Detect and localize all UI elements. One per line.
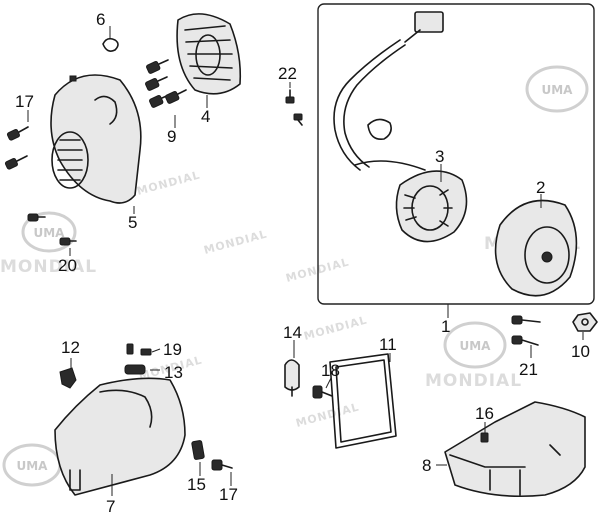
callout-10: 10 [571,342,590,361]
callout-12: 12 [61,338,80,357]
callout-4: 4 [201,107,210,126]
uma-logo-watermark: UMA [525,65,589,113]
flywheel-bolt-part [511,315,541,346]
callout-15: 15 [187,475,206,494]
leader-lines [27,26,584,496]
callout-8: 8 [422,456,431,475]
uma-logo-watermark: UMA [443,321,507,369]
generator-assembly-frame [317,3,595,305]
callout-3: 3 [435,147,444,166]
flywheel-rotor-part [494,199,578,297]
shroud-clip-part [59,367,77,389]
callout-14: 14 [283,323,302,342]
connector-part [284,359,300,397]
callout-11: 11 [379,335,397,354]
callout-7: 7 [106,497,115,516]
callout-5: 5 [128,213,137,232]
callout-6: 6 [96,10,105,29]
flywheel-nut-part [572,312,598,332]
callout-17-top: 17 [15,92,34,111]
svg-text:UMA: UMA [460,339,492,353]
callout-labels: 1 2 3 4 5 6 7 8 9 10 11 12 13 14 15 16 1… [15,10,590,516]
bolt-set-part [145,59,187,108]
mondial-watermark: MONDIAL [302,313,368,342]
uma-logo-watermark: UMA [2,443,62,487]
mondial-watermark: MONDIAL [294,400,360,429]
callout-1: 1 [441,317,450,336]
fan-shroud-part [50,74,142,204]
callout-9: 9 [167,127,176,146]
svg-text:UMA: UMA [17,459,49,473]
lower-cover-part [444,401,586,498]
svg-text:UMA: UMA [542,83,574,97]
svg-text:UMA: UMA [34,226,66,240]
callout-19: 19 [163,340,182,359]
lower-shroud-part [54,364,186,496]
lower-screw-part [191,440,233,471]
grommet-part [126,343,152,356]
gasket-part [329,353,397,449]
clip-part [102,37,119,52]
cover-screw-part [312,385,333,399]
stator-part [333,11,468,243]
uma-logo-watermark: UMA [21,211,77,253]
small-screw-part [27,213,77,246]
mondial-watermark: MONDIAL [425,371,522,391]
mondial-watermark: MONDIAL [0,257,97,277]
mondial-watermark: MONDIAL [202,227,268,256]
callout-16: 16 [475,404,494,423]
callout-17-bottom: 17 [219,485,238,504]
mondial-watermark: MONDIAL [135,168,201,197]
callout-20: 20 [58,256,77,275]
callout-2: 2 [536,178,545,197]
callout-21: 21 [519,360,538,379]
stator-screw-part [285,89,303,126]
callout-22: 22 [278,64,297,83]
callout-18: 18 [321,361,340,380]
callout-13: 13 [164,363,183,382]
screw-pair-part [4,126,29,170]
cooling-fan-part [176,13,242,95]
